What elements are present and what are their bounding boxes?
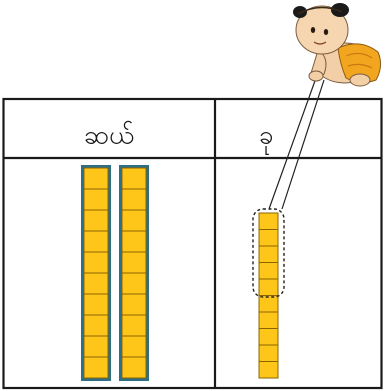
table-border — [2, 97, 383, 390]
tens-unit-cube — [121, 293, 147, 316]
tens-column-header: ဆယ် — [84, 120, 135, 151]
grouping-circle — [252, 208, 285, 298]
ones-cube — [258, 245, 279, 263]
tens-unit-cube — [121, 188, 147, 211]
tens-rod — [81, 165, 111, 381]
tens-unit-cube — [121, 209, 147, 232]
tens-unit-cube — [121, 314, 147, 337]
place-value-table — [2, 97, 383, 390]
ones-column-header: ခု — [259, 121, 274, 156]
ones-cube — [258, 278, 279, 296]
tens-unit-cube — [121, 335, 147, 358]
tens-unit-cube — [121, 167, 147, 190]
tens-unit-cube — [83, 188, 109, 211]
tens-unit-cube — [121, 272, 147, 295]
tens-unit-cube — [83, 293, 109, 316]
tens-unit-cube — [121, 356, 147, 379]
ones-cube — [258, 328, 279, 346]
tens-unit-cube — [83, 251, 109, 274]
tens-unit-cube — [83, 167, 109, 190]
ones-cube — [258, 262, 279, 280]
tens-unit-cube — [121, 251, 147, 274]
tens-unit-cube — [83, 356, 109, 379]
tens-unit-cube — [83, 230, 109, 253]
ones-cube — [258, 295, 279, 313]
baby-character-icon — [293, 3, 382, 87]
tens-rod — [119, 165, 149, 381]
ones-cube — [258, 212, 279, 230]
ones-cubes — [258, 212, 279, 379]
tens-unit-cube — [83, 209, 109, 232]
tens-unit-cube — [83, 314, 109, 337]
tens-unit-cube — [121, 230, 147, 253]
tens-rods — [81, 165, 149, 381]
ones-cube — [258, 344, 279, 362]
ones-cube — [258, 361, 279, 379]
pointer-lines — [268, 77, 325, 210]
ones-cube — [258, 311, 279, 329]
ones-cube — [258, 229, 279, 247]
tens-unit-cube — [83, 335, 109, 358]
tens-unit-cube — [83, 272, 109, 295]
